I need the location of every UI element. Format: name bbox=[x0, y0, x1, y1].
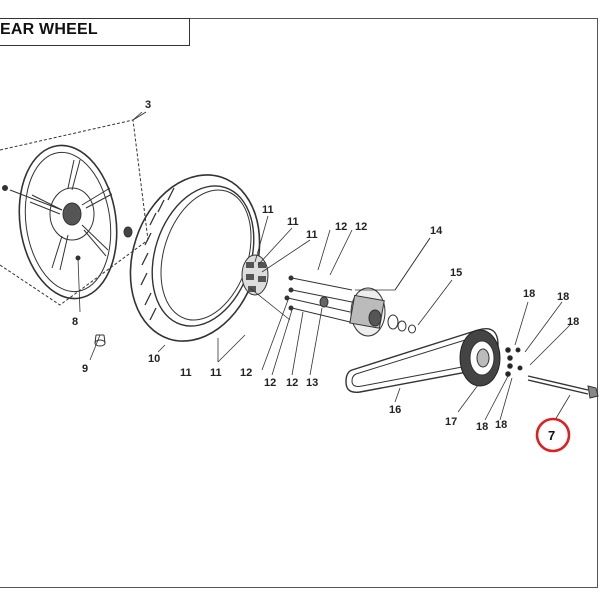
callout-18-d: 18 bbox=[476, 421, 488, 433]
callout-12-a: 12 bbox=[335, 221, 347, 233]
cush-drive-rubbers bbox=[241, 254, 269, 296]
hub-bolts bbox=[284, 275, 353, 323]
callout-11-d: 11 bbox=[180, 367, 192, 379]
callout-11-b: 11 bbox=[287, 216, 299, 228]
callout-3: 3 bbox=[145, 99, 151, 111]
callout-12-b: 12 bbox=[355, 221, 367, 233]
spacer bbox=[319, 296, 329, 308]
rear-sprocket bbox=[459, 329, 501, 387]
diagram-frame bbox=[0, 18, 598, 588]
callout-18-b: 18 bbox=[557, 291, 569, 303]
highlight-circle bbox=[535, 417, 571, 453]
rim-wheel bbox=[2, 144, 133, 300]
callout-18-e: 18 bbox=[495, 419, 507, 431]
callout-7: 7 bbox=[548, 428, 555, 443]
callout-12-d: 12 bbox=[264, 377, 276, 389]
highlighted-callout-7: 7 bbox=[535, 417, 571, 453]
callout-11-c: 11 bbox=[306, 229, 318, 241]
leader-lines bbox=[77, 111, 571, 421]
callout-11-a: 11 bbox=[262, 204, 274, 216]
callout-12-e: 12 bbox=[286, 377, 298, 389]
title-box bbox=[0, 18, 190, 46]
callout-8: 8 bbox=[72, 316, 78, 328]
callout-13: 13 bbox=[306, 377, 318, 389]
callout-18-c: 18 bbox=[567, 316, 579, 328]
callout-12-c: 12 bbox=[240, 367, 252, 379]
sprocket-hub bbox=[349, 287, 416, 337]
callout-14: 14 bbox=[430, 225, 443, 237]
callout-16: 16 bbox=[389, 404, 401, 416]
diagram-title: EAR WHEEL bbox=[0, 21, 98, 38]
callout-18-a: 18 bbox=[523, 288, 535, 300]
callout-10: 10 bbox=[148, 353, 160, 365]
callout-15: 15 bbox=[450, 267, 462, 279]
callout-17: 17 bbox=[445, 416, 457, 428]
callout-9: 9 bbox=[82, 363, 88, 375]
sprocket-nuts bbox=[505, 347, 523, 377]
callout-11-e: 11 bbox=[210, 367, 222, 379]
rear-axle bbox=[527, 375, 599, 399]
